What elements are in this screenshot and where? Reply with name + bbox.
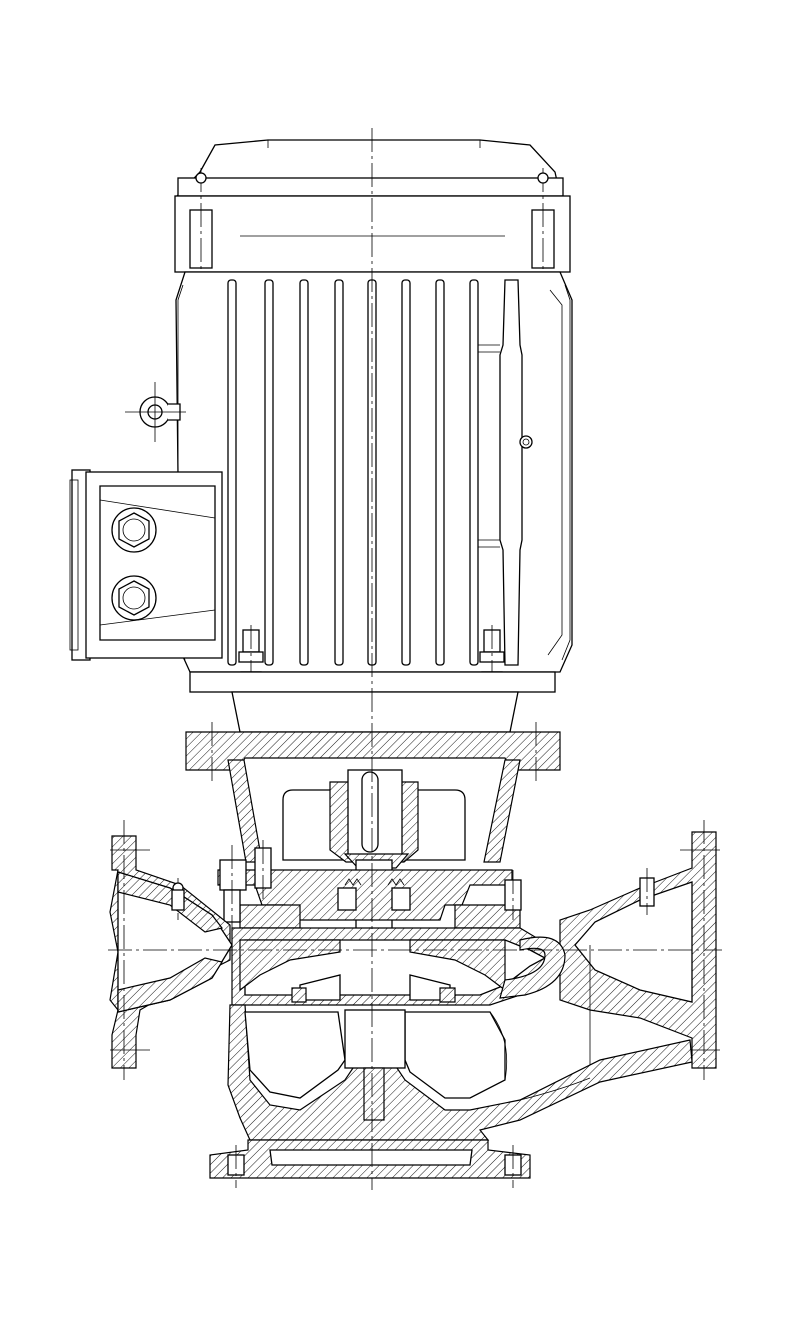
nameplate-rail <box>499 279 523 666</box>
center-lines <box>108 128 722 1190</box>
pump-casing <box>109 831 720 1188</box>
motor-flange <box>189 671 556 693</box>
cover-bolts <box>219 840 522 935</box>
lifting-eye-icon <box>125 382 186 442</box>
grounding-pin-icon <box>519 435 533 449</box>
mechanical-seal-cover <box>217 840 522 935</box>
motor-top-bolts <box>189 168 555 275</box>
motor-adapter <box>185 691 561 869</box>
motor-end-cover <box>174 195 571 273</box>
terminal-box <box>69 469 223 661</box>
cable-gland-lower-icon <box>111 575 157 621</box>
motor <box>69 139 573 700</box>
cable-gland-upper-icon <box>111 507 157 553</box>
impeller <box>239 939 506 1003</box>
seal-spring-icon <box>337 878 411 911</box>
cooling-fins <box>227 279 479 666</box>
